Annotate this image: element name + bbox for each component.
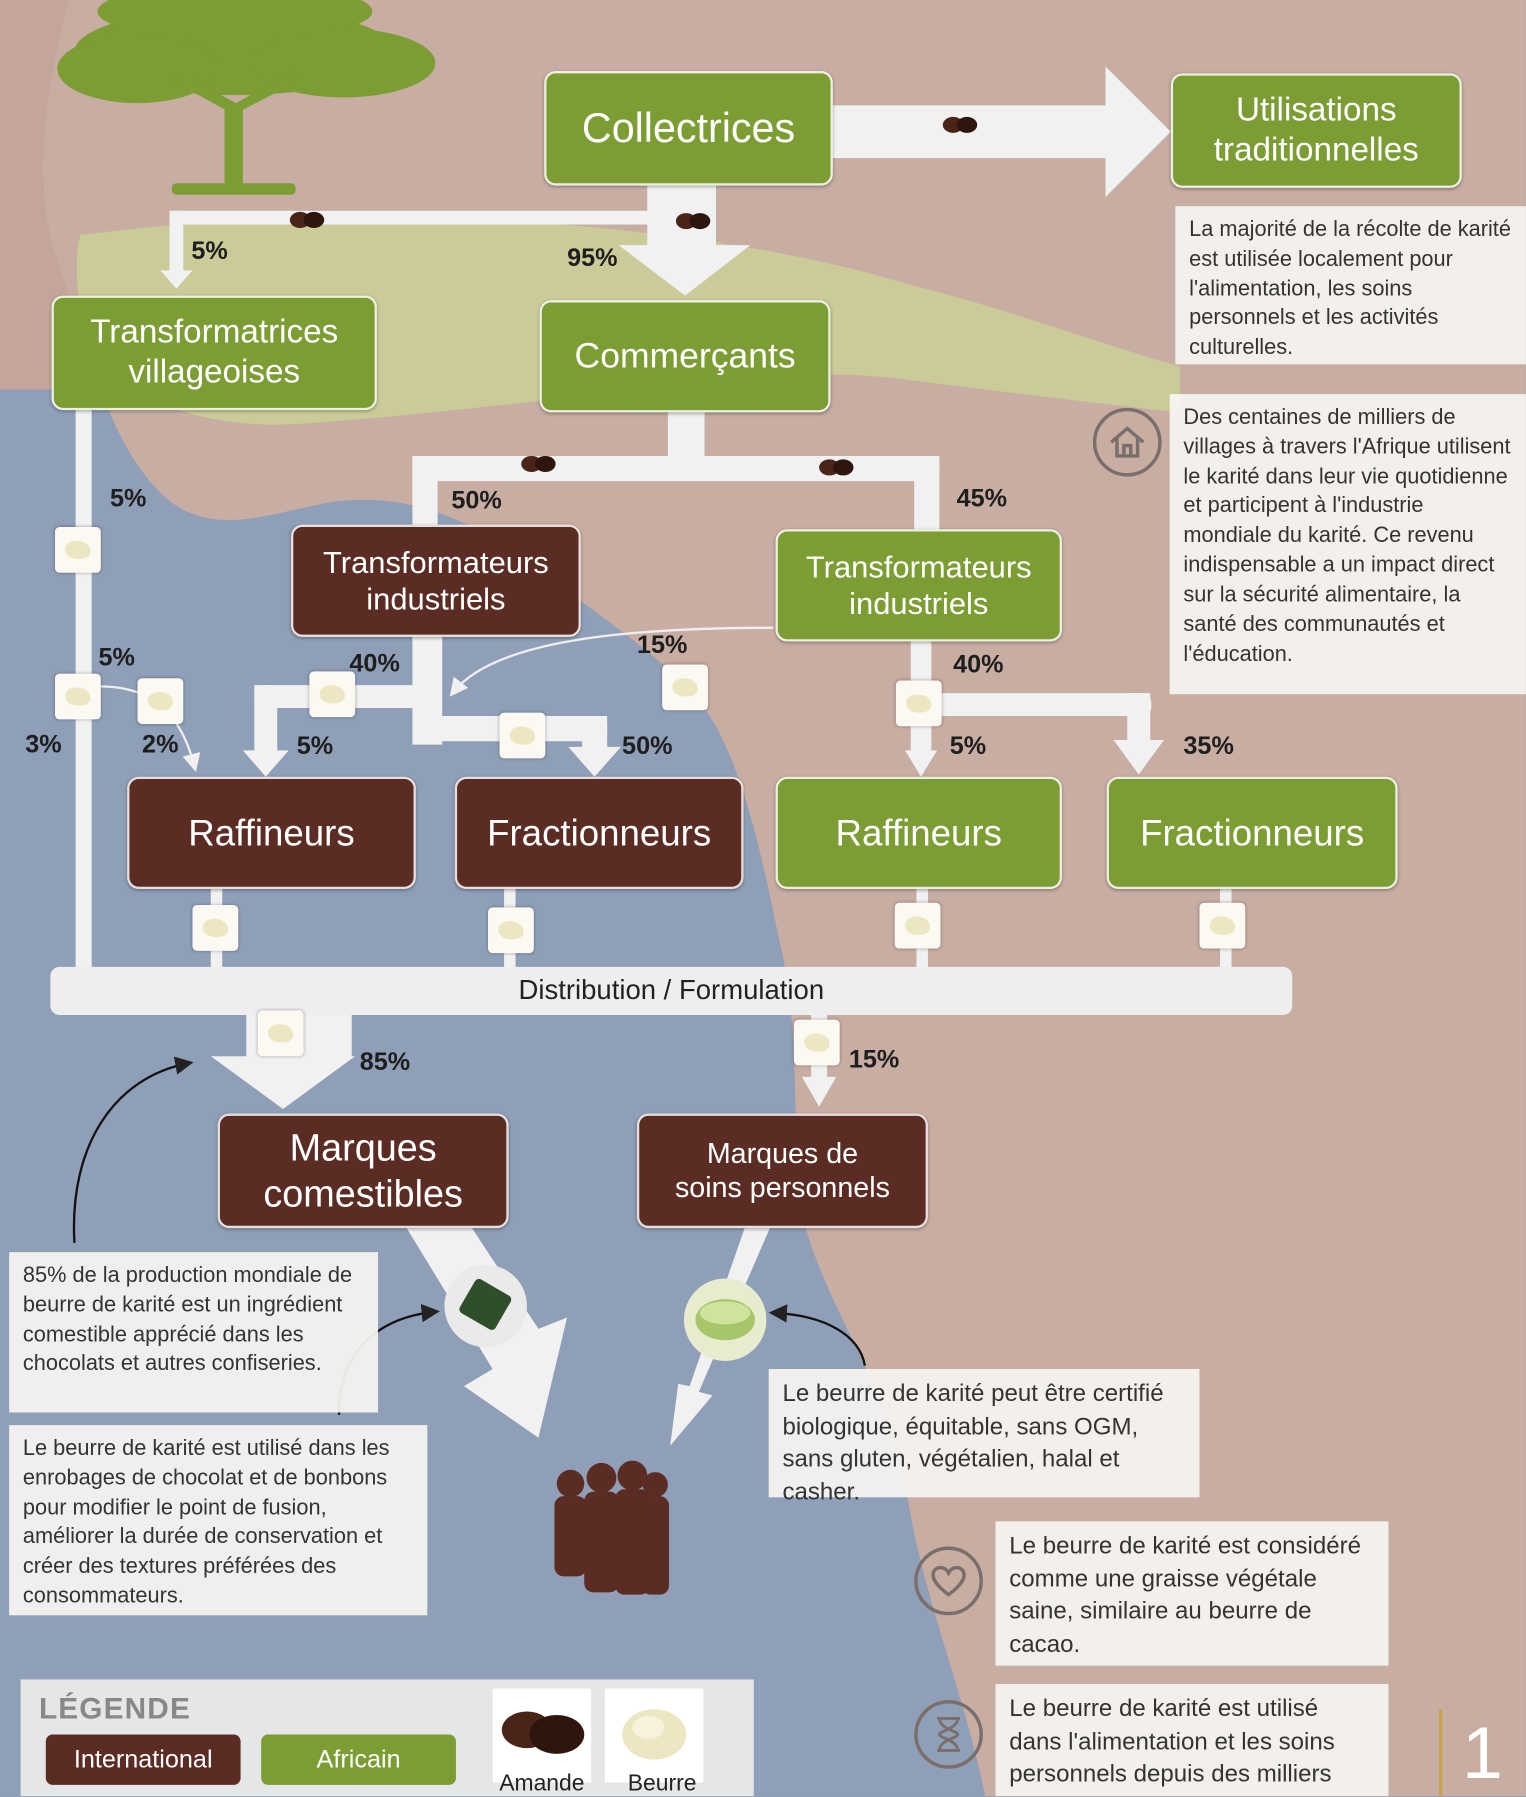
beurre-icon <box>894 902 941 949</box>
distribution-formulation-bar: Distribution / Formulation <box>50 966 1293 1016</box>
note-history: Le beurre de karité est utilisé dans l'a… <box>995 1684 1389 1797</box>
legend-african: Africain <box>261 1734 456 1785</box>
box-marques-soins-personnels: Marques de soins personnels <box>636 1113 928 1229</box>
box-fractionneurs-international: Fractionneurs <box>454 776 744 889</box>
pct-afr-to-int: 15% <box>636 630 688 659</box>
beurre-icon <box>137 678 184 725</box>
pct-village-out: 5% <box>109 483 147 513</box>
beurre-icon <box>662 664 708 711</box>
beurre-icon <box>793 1019 840 1066</box>
beurre-icon <box>488 907 534 954</box>
amande-icon <box>289 211 325 228</box>
cosmetic-jar-icon <box>683 1278 767 1361</box>
page-number: 1 <box>1438 1709 1523 1797</box>
pct-afr-transfo: 45% <box>956 483 1008 513</box>
box-commercants: Commerçants <box>539 300 831 413</box>
box-utilisations-traditionnelles: Utilisations traditionnelles <box>1170 73 1462 188</box>
note-villages: Des centaines de milliers de villages à … <box>1169 394 1526 695</box>
legend-beurre-image <box>604 1688 704 1783</box>
pct-village-raff: 2% <box>142 729 179 759</box>
beurre-icon <box>309 671 356 718</box>
pct-village: 5% <box>191 235 228 265</box>
hourglass-icon <box>914 1700 983 1769</box>
annotation-arrow-3 <box>768 1304 867 1366</box>
beurre-icon <box>895 680 942 727</box>
pct-village-split: 5% <box>98 642 135 672</box>
chocolate-icon <box>444 1264 527 1348</box>
pct-village-direct: 3% <box>25 729 62 759</box>
legend-title: LÉGENDE <box>38 1690 191 1726</box>
legend-amande-label: Amande <box>499 1771 585 1797</box>
legend-beurre-label: Beurre <box>627 1771 697 1797</box>
pct-raff-int: 5% <box>296 730 334 760</box>
pct-raff-afr: 5% <box>949 730 987 760</box>
annotation-arrow-1 <box>72 1056 194 1244</box>
pct-marques-soins: 15% <box>848 1044 900 1074</box>
note-healthy: Le beurre de karité est considéré comme … <box>995 1521 1389 1666</box>
heart-icon <box>914 1546 983 1616</box>
box-raffineurs-international: Raffineurs <box>127 776 416 889</box>
box-fractionneurs-africain: Fractionneurs <box>1106 776 1398 889</box>
pct-frac-int: 50% <box>622 730 673 760</box>
pct-afr-out: 40% <box>953 649 1004 679</box>
box-collectrices: Collectrices <box>544 71 833 186</box>
beurre-icon <box>192 905 239 951</box>
consumers-icon <box>554 1460 670 1595</box>
note-certified: Le beurre de karité peut être certifié b… <box>768 1368 1200 1505</box>
beurre-icon <box>257 1010 304 1057</box>
shea-tree-icon <box>57 0 436 195</box>
amande-icon <box>675 213 711 230</box>
beurre-icon <box>1199 902 1246 949</box>
pct-int-transfo: 50% <box>451 485 502 515</box>
legend: LÉGENDE International Africain Amande Be… <box>20 1679 754 1797</box>
amande-icon <box>942 116 978 133</box>
legend-amande-image <box>492 1688 592 1783</box>
box-raffineurs-africain: Raffineurs <box>775 776 1062 889</box>
amande-icon <box>819 459 854 476</box>
beurre-icon <box>499 712 546 759</box>
pct-frac-afr: 35% <box>1183 730 1234 760</box>
box-transformatrices-villageoises: Transformatrices villageoises <box>51 295 377 411</box>
pct-marques-comestibles: 85% <box>359 1047 411 1076</box>
pct-int-out: 40% <box>349 648 400 678</box>
legend-international: International <box>45 1734 241 1785</box>
pct-commercants: 95% <box>567 242 618 272</box>
box-transformateurs-industriels-africain: Transformateurs industriels <box>775 529 1062 642</box>
note-chocolate: Le beurre de karité est utilisé dans les… <box>9 1425 428 1616</box>
box-transformateurs-industriels-international: Transformateurs industriels <box>290 524 581 637</box>
box-marques-comestibles: Marques comestibles <box>217 1113 509 1229</box>
note-traditional-use: La majorité de la récolte de karité est … <box>1175 206 1526 365</box>
note-production: 85% de la production mondiale de beurre … <box>9 1252 379 1413</box>
amande-icon <box>521 455 556 472</box>
beurre-icon <box>54 673 101 720</box>
landmass-coast-left <box>0 0 109 390</box>
house-icon <box>1092 407 1162 477</box>
beurre-icon <box>54 526 101 573</box>
